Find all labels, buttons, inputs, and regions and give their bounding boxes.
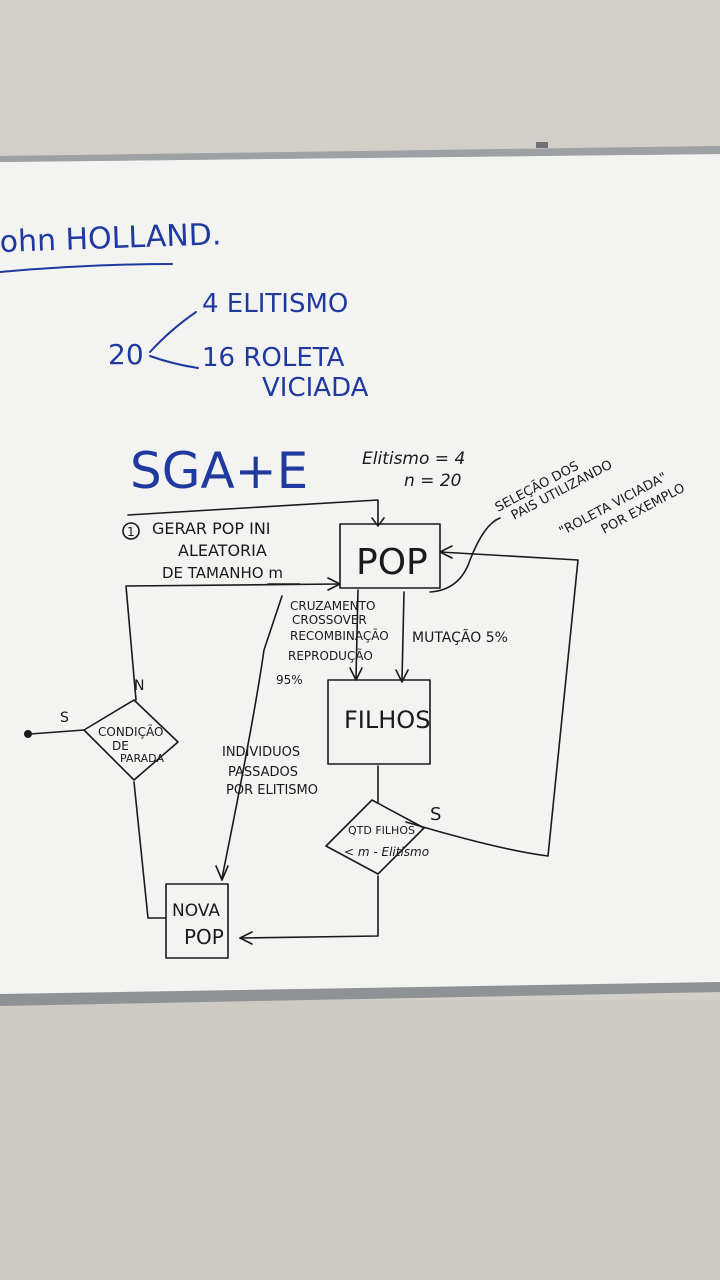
param-elitism: Elitismo = 4	[362, 449, 465, 469]
stop-yes: S	[60, 710, 69, 726]
filhos-label: FILHOS	[344, 706, 430, 734]
crossover-note-4: REPRODUÇÃO	[288, 648, 373, 663]
crossover-note-2: CROSSOVER	[292, 613, 367, 627]
qty-yes: S	[430, 804, 441, 825]
stop-no: N	[134, 678, 144, 694]
split-roulette-1: 16 ROLETA	[202, 343, 345, 373]
param-n: n = 20	[404, 471, 461, 491]
crossover-note-3: RECOMBINAÇÃO	[290, 628, 389, 643]
split-elitism: 4 ELITISMO	[202, 289, 348, 319]
pop-label: POP	[356, 542, 428, 583]
stop-line2: DE	[112, 739, 129, 753]
sga-title: SGA+E	[130, 442, 308, 500]
crossover-note-1: CRUZAMENTO	[290, 599, 375, 613]
step1-line3: DE TAMANHO m	[162, 564, 283, 582]
split-roulette-2: VICIADA	[262, 373, 369, 403]
nova-pop-box	[165, 883, 229, 959]
filhos-box	[327, 679, 431, 765]
stop-line3: PARADA	[120, 752, 164, 765]
qty-decision	[325, 799, 425, 875]
nova-pop-2: POP	[184, 925, 224, 949]
pop-box	[339, 523, 441, 589]
split-total: 20	[108, 338, 144, 371]
elitism-note-1: INDIVIDUOS	[222, 745, 300, 760]
crossover-note-5: 95%	[276, 673, 303, 687]
stop-decision	[83, 699, 179, 781]
elitism-note-3: POR ELITISMO	[226, 783, 318, 798]
mutation-note: MUTAÇÃO 5%	[412, 629, 508, 646]
step1-line2: ALEATORIA	[178, 541, 267, 560]
author-text: ohn HOLLAND.	[0, 217, 222, 260]
step1-line1: GERAR POP INI	[152, 519, 271, 538]
qty-line1: QTD FILHOS	[348, 824, 415, 837]
flowchart: Elitismo = 4 n = 20 1 GERAR POP INI ALEA…	[24, 449, 688, 959]
blue-notes: ohn HOLLAND. 20 4 ELITISMO 16 ROLETA VIC…	[0, 217, 369, 500]
stop-line1: CONDIÇÃO	[98, 724, 163, 739]
qty-line2: < m - Elitismo	[344, 845, 429, 859]
nova-pop-1: NOVA	[172, 901, 220, 921]
elitism-note-2: PASSADOS	[228, 765, 298, 780]
step1-marker: 1	[127, 525, 135, 539]
